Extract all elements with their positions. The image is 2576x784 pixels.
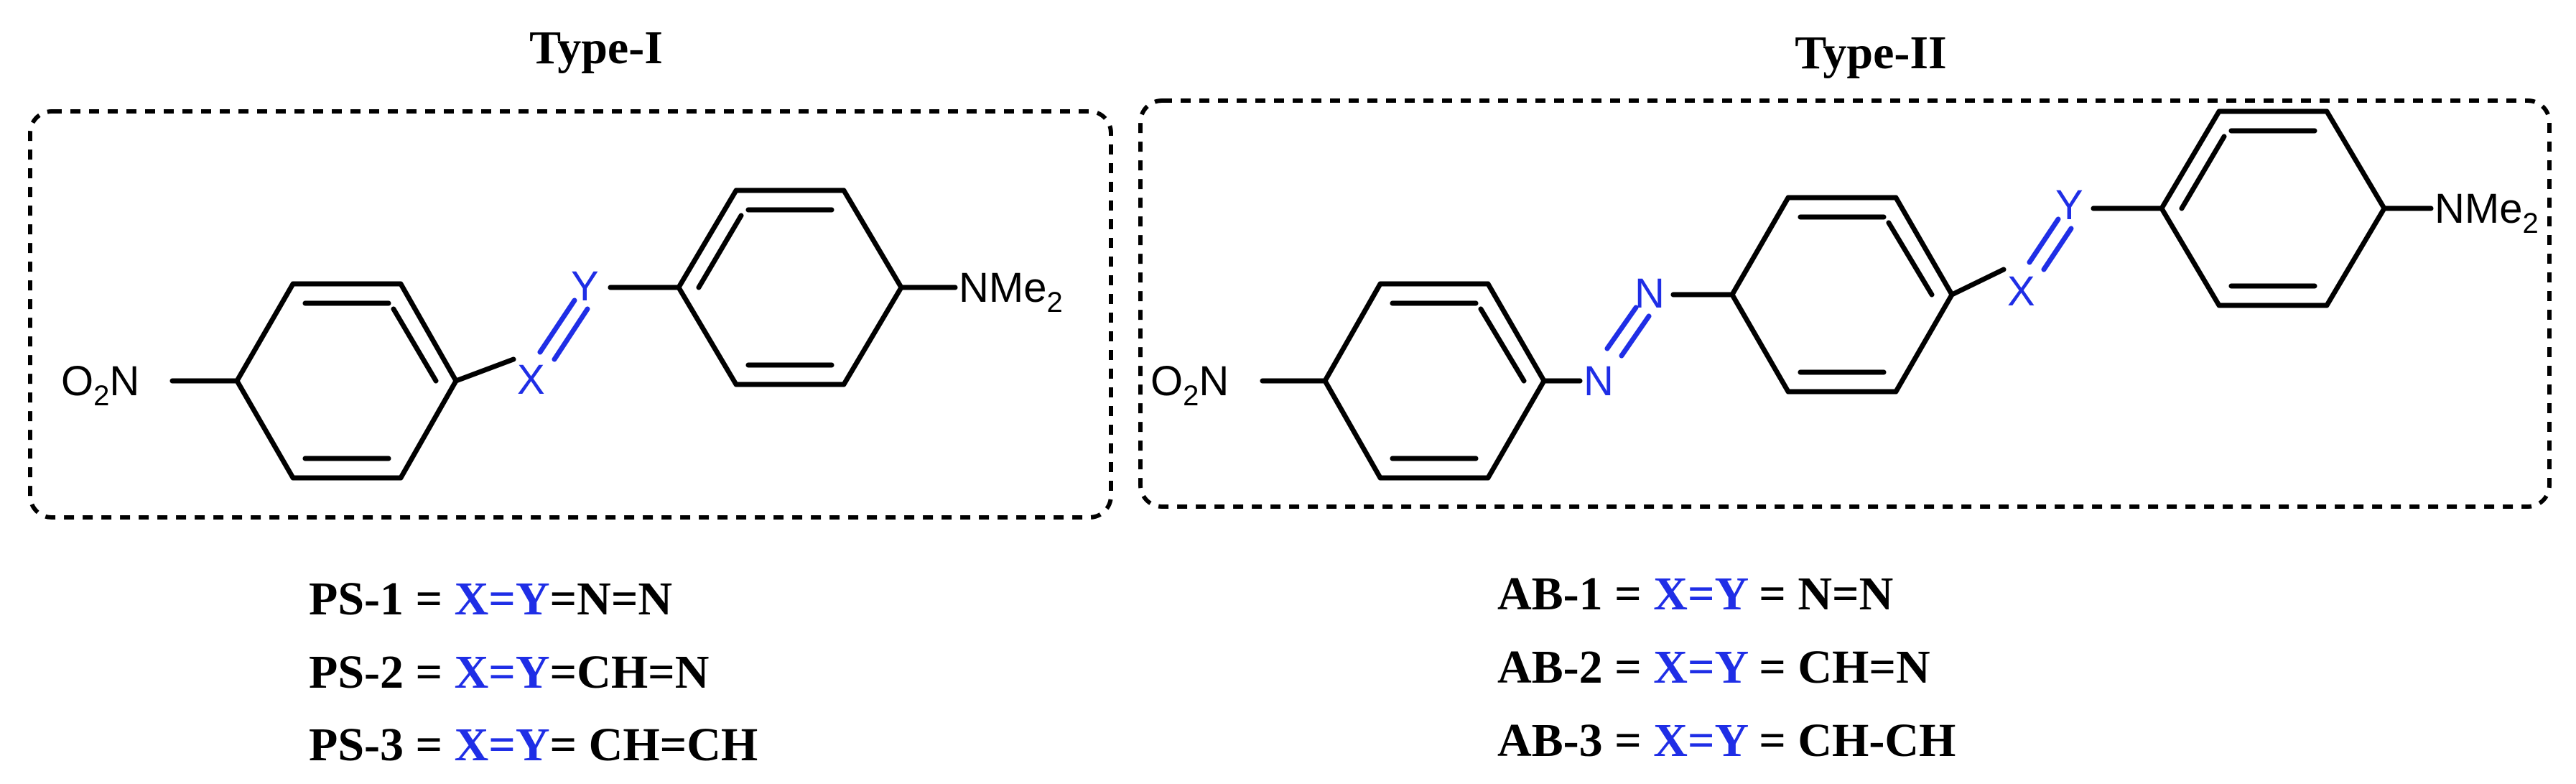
ab-legend-row: AB-2 = X=Y = CH=N bbox=[1497, 641, 1930, 693]
type2-azo-n1: N bbox=[1584, 358, 1614, 405]
type2-azo-n2: N bbox=[1635, 270, 1665, 317]
ps-legend: PS-1 = X=Y=N=N PS-2 = X=Y=CH=N PS-3 = X=… bbox=[309, 573, 758, 771]
type2-xy-double-bond-a bbox=[2027, 216, 2061, 265]
type1-nitro-group: O2N bbox=[61, 358, 139, 412]
type1-dashed-frame bbox=[28, 109, 1113, 520]
type2-ringB-x-bond bbox=[1949, 267, 2007, 298]
type1-amine-group: NMe2 bbox=[959, 264, 1063, 318]
type2-amine-subscript: 2 bbox=[2522, 208, 2538, 239]
type2-linker-x: X bbox=[2007, 268, 2035, 315]
type1-amine-subscript: 2 bbox=[1046, 287, 1062, 318]
ab-legend-row: AB-1 = X=Y = N=N bbox=[1497, 568, 1893, 620]
type2-dimethylaminophenyl-ring bbox=[2159, 109, 2387, 308]
ps-legend-row: PS-3 = X=Y= CH=CH bbox=[309, 719, 758, 771]
type2-xy-double-bond-b bbox=[2041, 226, 2074, 272]
type1-ring1-inner-bond-right bbox=[391, 306, 439, 384]
type1-linker-x: X bbox=[517, 356, 545, 403]
type2-molecule: O2N N N X bbox=[1150, 109, 2539, 481]
type2-ringB-inner-bond-right bbox=[1886, 220, 1935, 298]
type1-dimethylaminophenyl-ring bbox=[676, 188, 904, 387]
ps-legend-row: PS-2 = X=Y=CH=N bbox=[309, 646, 709, 698]
type2-title: Type-II bbox=[1795, 27, 1946, 79]
type1-molecule: O2N X Y bbox=[61, 188, 1063, 481]
type1-xy-double-bond-a bbox=[537, 298, 577, 355]
type2-azo-double-bond-a bbox=[1604, 305, 1639, 351]
type2-azo-double-bond-b bbox=[1619, 313, 1652, 359]
ab-legend-row: AB-3 = X=Y = CH-CH bbox=[1497, 714, 1956, 767]
type1-xy-double-bond-b bbox=[552, 306, 590, 362]
type2-nitrophenyl-ring bbox=[1322, 281, 1547, 481]
type2-central-phenyl-ring bbox=[1729, 195, 1955, 395]
type2-panel: Type-II O2N N N bbox=[1138, 27, 2552, 509]
type1-ring2-inner-bond-left bbox=[696, 213, 744, 290]
type1-nitrophenyl-ring bbox=[234, 281, 459, 481]
type2-amine-group: NMe2 bbox=[2435, 185, 2539, 239]
type1-panel: Type-I O2N X Y bbox=[28, 22, 1113, 520]
type1-ring1-x-bond bbox=[453, 356, 516, 384]
type1-linker-y: Y bbox=[571, 263, 599, 310]
type2-ringA-inner-bond-right bbox=[1478, 306, 1527, 384]
ab-legend: AB-1 = X=Y = N=N AB-2 = X=Y = CH=N AB-3 … bbox=[1497, 568, 1956, 767]
type1-nitro-subscript: 2 bbox=[93, 380, 109, 412]
type2-dashed-frame bbox=[1138, 98, 2552, 509]
type2-ringC-inner-bond-left bbox=[2179, 134, 2227, 211]
type2-nitro-subscript: 2 bbox=[1183, 380, 1199, 412]
type2-linker-y: Y bbox=[2055, 182, 2083, 229]
type2-nitro-group: O2N bbox=[1150, 358, 1229, 412]
ps-legend-row: PS-1 = X=Y=N=N bbox=[309, 573, 672, 625]
type1-title: Type-I bbox=[529, 22, 663, 74]
